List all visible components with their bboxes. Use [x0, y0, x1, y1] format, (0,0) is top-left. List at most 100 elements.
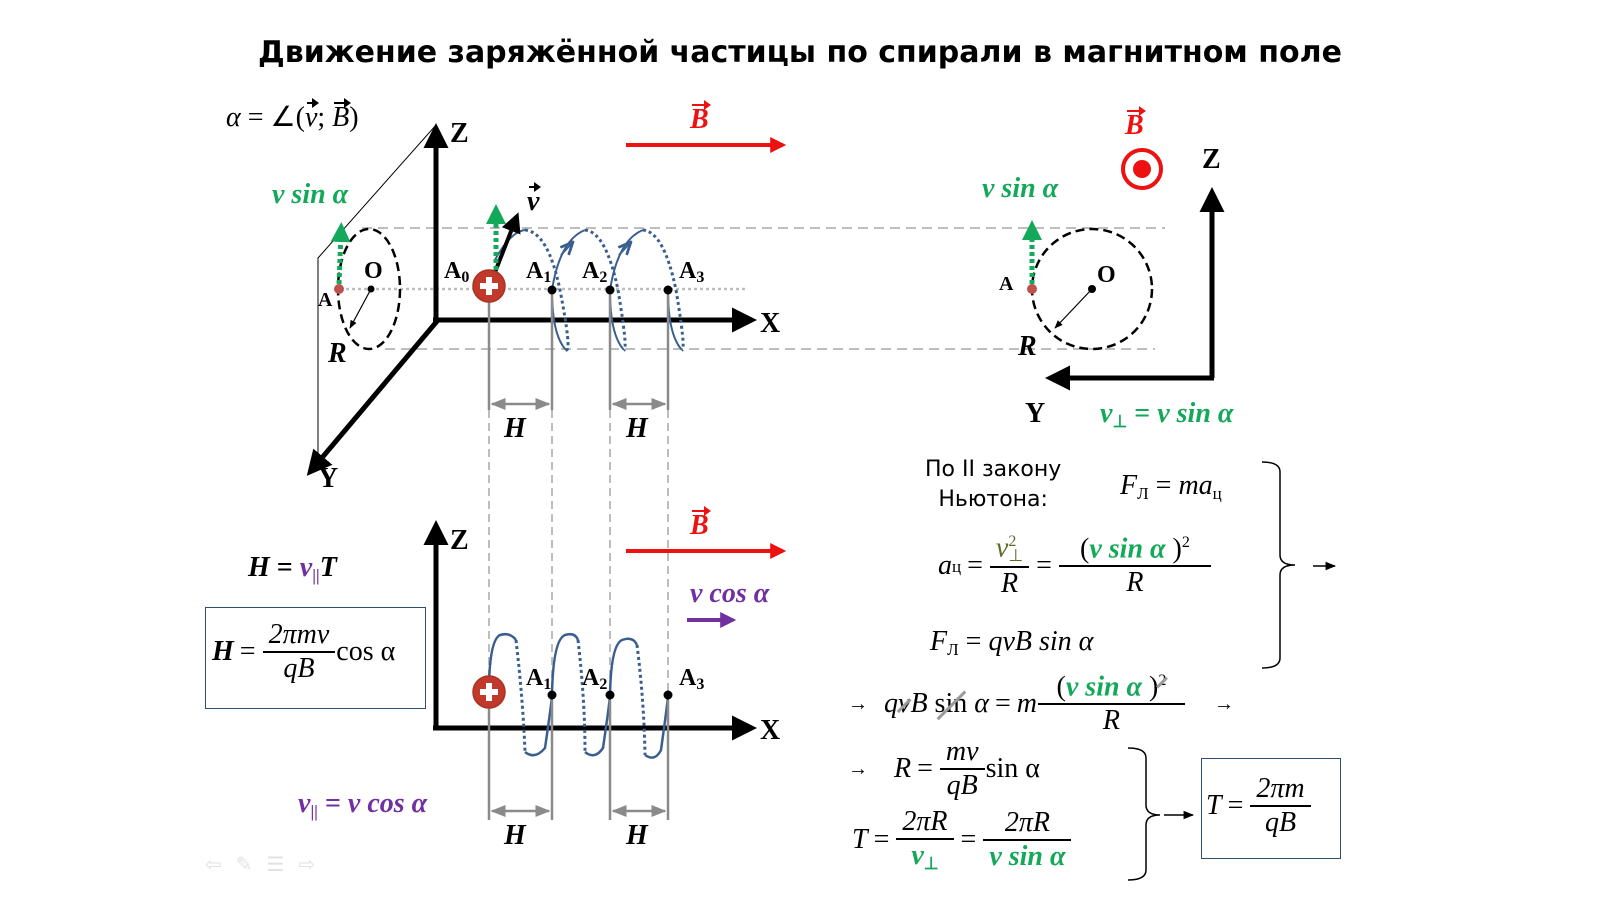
v-sin-alpha-label-front: v sin α	[982, 173, 1059, 204]
centripetal-subscript: ц	[1212, 484, 1222, 503]
field-b-label-front: B	[1125, 106, 1146, 140]
point-index: 1	[543, 269, 552, 286]
equals-sign: =	[994, 688, 1011, 720]
point-index: 2	[599, 269, 608, 286]
field-b-label: B	[690, 100, 711, 134]
point-base: A	[444, 258, 462, 284]
f-symbol: F	[1120, 470, 1138, 501]
numerator: 2πmv	[268, 619, 330, 650]
h-symbol: H	[212, 636, 234, 667]
numerator: 2πR	[1004, 807, 1050, 838]
projection-plane	[317, 124, 437, 460]
perp-subscript: ⊥	[923, 854, 939, 873]
x-axis-label-side: X	[760, 715, 781, 746]
perp-subscript: ⊥	[1008, 546, 1024, 566]
point-base: A	[679, 258, 697, 284]
m-symbol: m	[1016, 688, 1037, 720]
point-a1-label: A1	[526, 259, 551, 286]
slide-navigation: ⇦✎☰⇨	[205, 852, 329, 876]
equals-sign: =	[1036, 550, 1052, 582]
v-sin-alpha: v sin α	[983, 839, 1072, 871]
point-index: 0	[461, 269, 470, 286]
pitch-result-box	[205, 607, 426, 709]
b-symbol: B	[910, 688, 928, 720]
v-parallel-equation: v|| = v cos α	[298, 788, 428, 821]
point-base: A	[582, 258, 600, 284]
vector-b: B	[332, 98, 352, 133]
f-symbol: F	[930, 626, 948, 657]
radius-label-3d: R	[328, 338, 347, 369]
v-symbol: v	[299, 552, 313, 583]
numerator: 2πR	[902, 806, 948, 837]
t-symbol: T	[852, 824, 868, 855]
point-base: A	[679, 665, 697, 691]
denominator: R	[1058, 565, 1211, 597]
arrow-right-icon: →	[848, 758, 868, 780]
vector-v-symbol: v	[527, 182, 542, 217]
pitch-h-label-side-2: H	[626, 820, 648, 851]
numerator: 2πm	[1256, 773, 1305, 804]
previous-slide-icon[interactable]: ⇦	[205, 852, 236, 876]
x-axis-label: X	[760, 308, 781, 339]
pitch-h-label-2: H	[626, 413, 648, 444]
centripetal-subscript: ц	[952, 556, 962, 576]
equals-sign: =	[1134, 398, 1151, 429]
q-symbol: q	[884, 688, 898, 720]
v-cos-alpha: v cos α	[347, 788, 428, 819]
denominator: qB	[262, 651, 336, 683]
equals-sign: =	[1155, 470, 1172, 501]
pen-icon[interactable]: ✎	[235, 852, 267, 876]
v-sin-alpha: v sin α	[1089, 533, 1166, 565]
center-o-label-front: O	[1097, 262, 1116, 288]
view-side	[423, 520, 787, 820]
h-symbol: H	[248, 552, 270, 583]
denominator: R	[989, 566, 1030, 598]
paren-close: )	[1165, 533, 1182, 565]
point-a1-label-side: A1	[526, 666, 551, 693]
cancelled-exponent: 2	[1158, 672, 1167, 689]
z-axis-label-front: Z	[1202, 144, 1221, 175]
numerator: mv	[945, 736, 979, 767]
velocity-label: v	[527, 182, 542, 217]
v-sin-alpha: v sin α	[1157, 398, 1234, 429]
v-symbol: v	[298, 788, 311, 819]
point-index: 3	[696, 269, 705, 286]
alpha-symbol: α	[974, 688, 989, 720]
derivation-braces	[1127, 461, 1296, 881]
a-symbol: a	[1198, 470, 1213, 501]
v-sin-alpha: v sin α	[1065, 671, 1143, 703]
lorentz-subscript: Л	[1137, 484, 1149, 503]
y-axis	[306, 318, 440, 476]
arrow-right-icon: →	[848, 693, 868, 716]
y-axis-label: Y	[318, 463, 339, 494]
center-o-label-3d: O	[364, 258, 383, 284]
equals-sign: =	[965, 626, 982, 657]
angle-close: )	[349, 102, 359, 133]
vector-b-symbol: B	[690, 506, 711, 541]
newton-label-line-2: Ньютона:	[938, 486, 1048, 512]
equals-sign: =	[967, 550, 983, 582]
t-symbol: T	[319, 552, 337, 583]
newton-equation: FЛ = maц	[1120, 470, 1222, 503]
menu-icon[interactable]: ☰	[266, 852, 299, 876]
pitch-definition: H = v||T	[248, 552, 337, 585]
point-base: A	[526, 258, 544, 284]
equals-sign: =	[1227, 790, 1244, 821]
radius-label-front: R	[1018, 331, 1037, 362]
point-a2-label: A2	[582, 259, 607, 286]
denominator: qB	[939, 768, 985, 800]
point-index: 2	[599, 676, 608, 693]
r-symbol: R	[894, 753, 912, 784]
next-slide-icon[interactable]: ⇨	[298, 852, 330, 876]
separator: ;	[317, 102, 326, 133]
v-symbol: v	[911, 840, 924, 871]
